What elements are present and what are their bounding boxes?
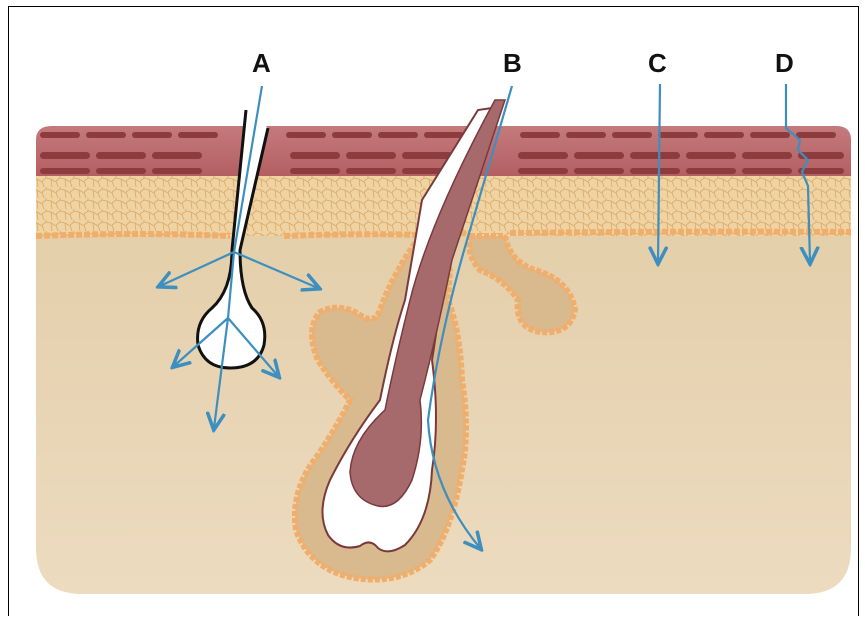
label-d: D <box>775 48 794 78</box>
label-a: A <box>252 48 271 78</box>
label-c: C <box>648 48 667 78</box>
label-b: B <box>503 48 522 78</box>
